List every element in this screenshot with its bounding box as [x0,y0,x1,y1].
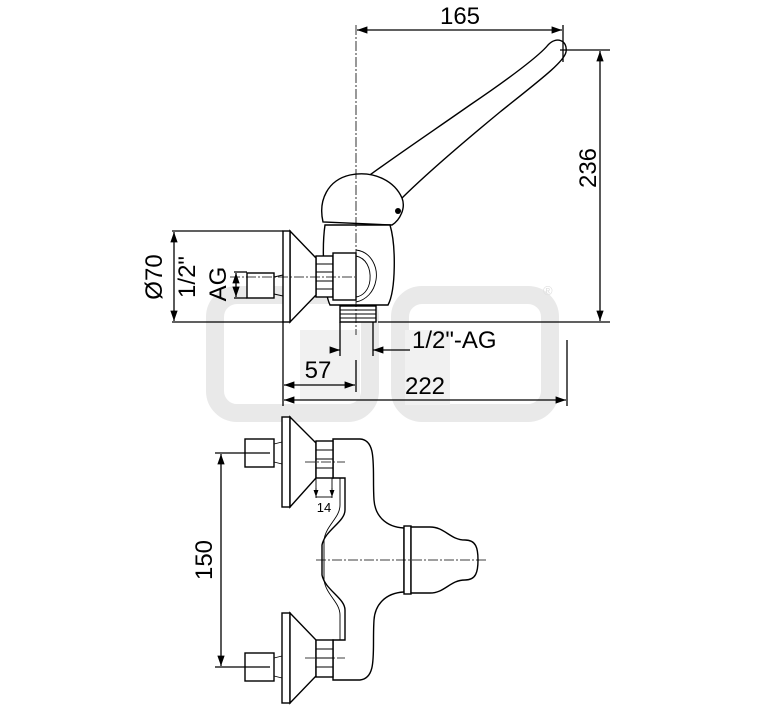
dimension-165: 165 [440,3,480,30]
dimension-14: 14 [317,500,331,515]
mixer-body-top [321,438,405,681]
lever-pin-dot [395,208,401,214]
inlet-thread-label-1: 1/2" [174,256,201,298]
dimension-236: 236 [575,148,602,188]
dimension-150: 150 [191,540,218,580]
connection-nut [315,255,334,298]
inlet-thread-label-2: AG [205,267,232,302]
side-view: 165 236 Ø70 1/2" AG 1/2"-AG 57 222 [141,3,610,406]
dimension-57: 57 [305,357,332,384]
connection-nut-top [315,440,334,479]
dimension-diameter-70: Ø70 [141,254,168,299]
connection-nut-bottom [315,639,334,678]
outlet-thread-label: 1/2"-AG [412,327,497,354]
dimension-222: 222 [405,373,445,400]
wall-rosette [289,229,317,324]
registered-mark: ® [543,283,553,298]
lever-dome [321,173,404,226]
lever-handle [336,39,567,201]
top-view: 150 14 [191,415,488,705]
